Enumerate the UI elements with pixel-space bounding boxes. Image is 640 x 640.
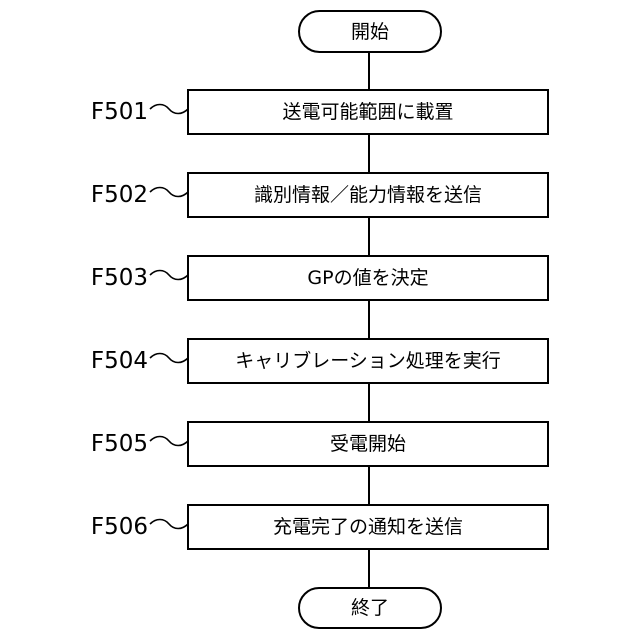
process-step-text: 受電開始 — [330, 433, 406, 455]
process-step-text: 識別情報／能力情報を送信 — [254, 184, 482, 206]
process-step-text: 送電可能範囲に載置 — [282, 101, 453, 123]
step-id-label: F501 — [91, 99, 148, 125]
process-step: 受電開始 F505 — [91, 422, 548, 466]
start-label: 開始 — [351, 21, 389, 43]
leader-line — [150, 271, 188, 280]
step-id-label: F502 — [91, 182, 148, 208]
process-step-text: 充電完了の通知を送信 — [273, 516, 463, 538]
leader-line — [150, 105, 188, 114]
process-step-text: キャリブレーション処理を実行 — [235, 349, 501, 372]
process-step: 送電可能範囲に載置 F501 — [91, 90, 548, 134]
process-step-text: GPの値を決定 — [307, 267, 428, 289]
leader-line — [150, 520, 188, 529]
process-steps: 送電可能範囲に載置 F501 識別情報／能力情報を送信 F502GPの値を決定 F503… — [91, 90, 548, 549]
step-id-label: F504 — [91, 348, 148, 374]
start-terminal: 開始 — [299, 11, 441, 52]
end-label: 終了 — [351, 597, 389, 619]
end-terminal: 終了 — [299, 588, 441, 628]
leader-line — [150, 188, 188, 197]
step-id-label: F505 — [91, 431, 148, 457]
leader-line — [150, 437, 188, 446]
process-step: キャリブレーション処理を実行 F504 — [91, 339, 548, 383]
process-step: GPの値を決定 F503 — [91, 256, 548, 300]
process-step: 充電完了の通知を送信 F506 — [91, 505, 548, 549]
step-id-label: F503 — [91, 265, 148, 291]
step-id-label: F506 — [91, 514, 148, 540]
leader-line — [150, 354, 188, 363]
process-step: 識別情報／能力情報を送信 F502 — [91, 173, 548, 217]
